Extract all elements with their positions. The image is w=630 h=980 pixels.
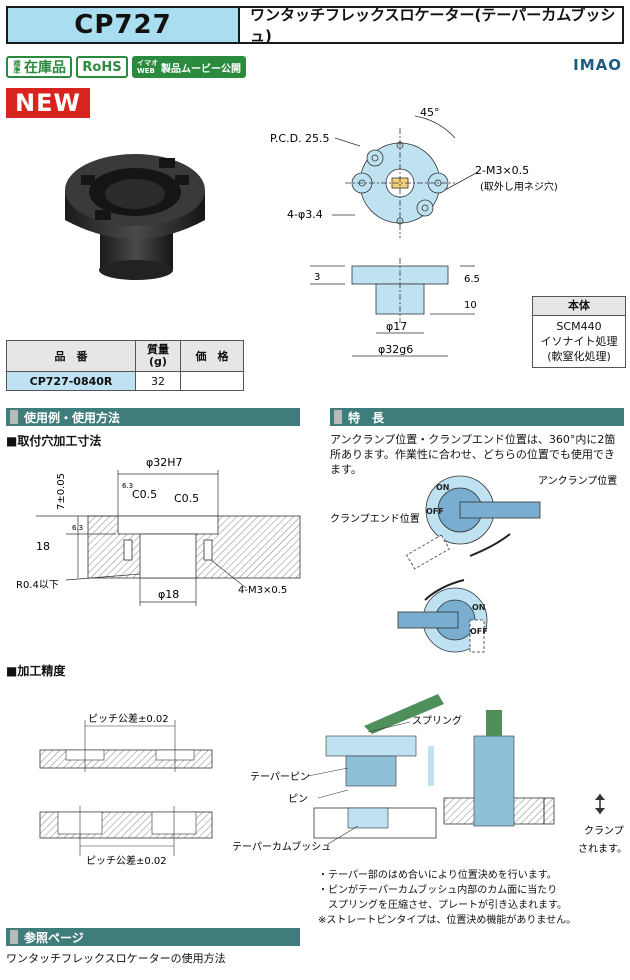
note-line: ・ピンがテーパーカムブッシュ内部のカム面に当たり [318,885,558,896]
hole-title: ■取付穴加工寸法 [6,434,102,448]
dim-d32: φ32g6 [378,343,413,356]
holes-label: 4-φ3.4 [287,208,323,221]
pcd-label: P.C.D. 25.5 [270,132,330,145]
dial-off-2: OFF [470,627,488,636]
note-line: スプリングを圧縮させ、プレートが引き込まれます。 [318,900,567,911]
dim-tol: 7±0.05 [56,473,67,510]
product-code: CP727 [8,8,240,42]
radius-label: R0.4以下 [16,580,59,591]
col-part: 品 番 [6,340,136,372]
rough-1: 6.3 [122,482,133,490]
screw-note: (取外し用ネジ穴) [480,180,558,193]
dim-3: 3 [314,272,320,283]
rough-2: 6.3 [72,524,83,532]
web-movie-badge: イマオ WEB 製品ムービー公開 [132,56,246,78]
pin-label: ピン [288,793,308,805]
bush-label: テーパーカムブッシュ [232,840,331,853]
mechanism-drawing: スプリング テーパーピン ピン テーパーカムブッシュ クランプ されます。 [232,694,627,855]
part-price [180,371,244,391]
dim-d17: φ17 [386,320,407,333]
clamp-label-2: されます。 [578,843,627,855]
spring-label: スプリング [412,714,462,727]
accuracy-title: ■加工精度 [6,664,66,678]
material-line: イソナイト処理 [540,335,618,348]
features-text: アンクランプ位置・クランプエンド位置は、360°内に2箇所あります。作業性に合わ… [330,433,616,476]
chamfer-b: C0.5 [174,492,199,505]
dim-65: 6.5 [464,274,480,285]
title-bar: CP727 ワンタッチフレックスロケーター(テーパーカムブッシュ) [6,6,624,45]
part-mass: 32 [135,371,181,391]
stock-badge-label: 在庫品 [24,60,66,76]
features-drawing: ON OFF ON OFF アンクランプ位置 クランプエンド位置 [330,474,617,653]
dial-off-1: OFF [426,507,444,516]
product-photo [65,154,205,280]
material-header: 本体 [533,297,625,316]
chamfer-a: C0.5 [132,488,157,501]
material-line: SCM440 [556,320,602,333]
dim-d32h7: φ32H7 [146,456,183,469]
reference-link[interactable]: ワンタッチフレックスロケーターの使用方法 [6,952,226,965]
dim-d18: φ18 [158,588,179,601]
web-badge-small2: WEB [137,67,155,75]
brand-logo: IMAO [573,56,622,74]
web-badge-small1: イマオ [137,59,158,67]
dim-m3: 4-M3×0.5 [238,585,287,596]
dim-18v: 18 [36,540,50,553]
dim-10: 10 [464,300,477,311]
taper-pin-label: テーパーピン [250,771,310,783]
web-badge-label: 製品ムービー公開 [161,63,241,75]
accuracy-drawing: ピッチ公差±0.02 ピッチ公差±0.02 [39,712,213,867]
stock-badge: 標準 在庫品 [6,56,72,78]
part-number: CP727-0840R [6,371,136,391]
col-mass: 質量 (g) [135,340,181,372]
clamp-end-label: クランプエンド位置 [330,512,420,525]
rohs-badge: RoHS [76,56,128,78]
section-reference: 参照ページ [6,928,300,946]
section-features: 特 長 [330,408,624,426]
stock-badge-small: 標準 [13,60,21,74]
section-usage: 使用例・使用方法 [6,408,300,426]
note-line: ・テーパー部のはめ合いにより位置決めを行います。 [318,870,557,881]
product-drawing: 45° P.C.D. 25.5 2-M3×0.5 (取外し用ネジ穴) 4-φ3.… [270,106,558,357]
screw-label: 2-M3×0.5 [475,164,529,177]
hole-drawing: φ32H7 7±0.05 6.3 6.3 C0.5 C0.5 18 R0.4以下… [16,456,301,606]
clamp-label: クランプ [584,825,624,837]
pitch-tol-1: ピッチ公差±0.02 [88,712,169,725]
angle-label: 45° [420,106,440,119]
material-line: (軟窒化処理) [547,350,611,363]
col-price: 価 格 [180,340,244,372]
pitch-tol-2: ピッチ公差±0.02 [86,854,167,867]
product-name: ワンタッチフレックスロケーター(テーパーカムブッシュ) [250,6,616,45]
notes: ・テーパー部のはめ合いにより位置決めを行います。 ・ピンがテーパーカムブッシュ内… [318,868,576,928]
dial-on-2: ON [472,603,486,612]
unclamp-label: アンクランプ位置 [538,474,617,487]
note-line: ※ストレートピンタイプは、位置決め機能がありません。 [318,915,577,926]
parts-table: 品 番 質量 (g) 価 格 CP727-0840R 32 [6,340,244,391]
dial-on-1: ON [436,483,450,492]
new-badge: NEW [6,88,90,118]
material-table: 本体 SCM440 イソナイト処理 (軟窒化処理) [532,296,626,368]
